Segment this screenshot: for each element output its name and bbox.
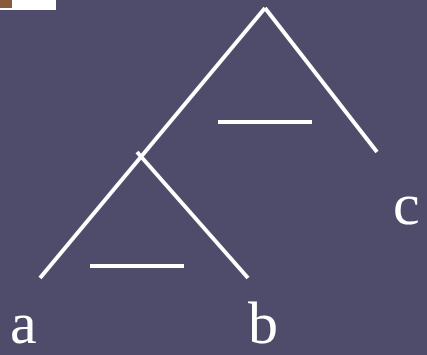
leaf-label: b: [248, 293, 278, 353]
bar-mark: [90, 264, 184, 268]
left-branch: [40, 8, 265, 278]
bar-mark: [218, 120, 312, 124]
logo-fragment: [0, 0, 12, 8]
logo-fragment: [0, 0, 56, 10]
leaf-label: c: [393, 174, 420, 234]
inner-right-branch: [137, 152, 248, 278]
leaf-label: a: [10, 293, 37, 353]
right-branch: [265, 8, 377, 152]
